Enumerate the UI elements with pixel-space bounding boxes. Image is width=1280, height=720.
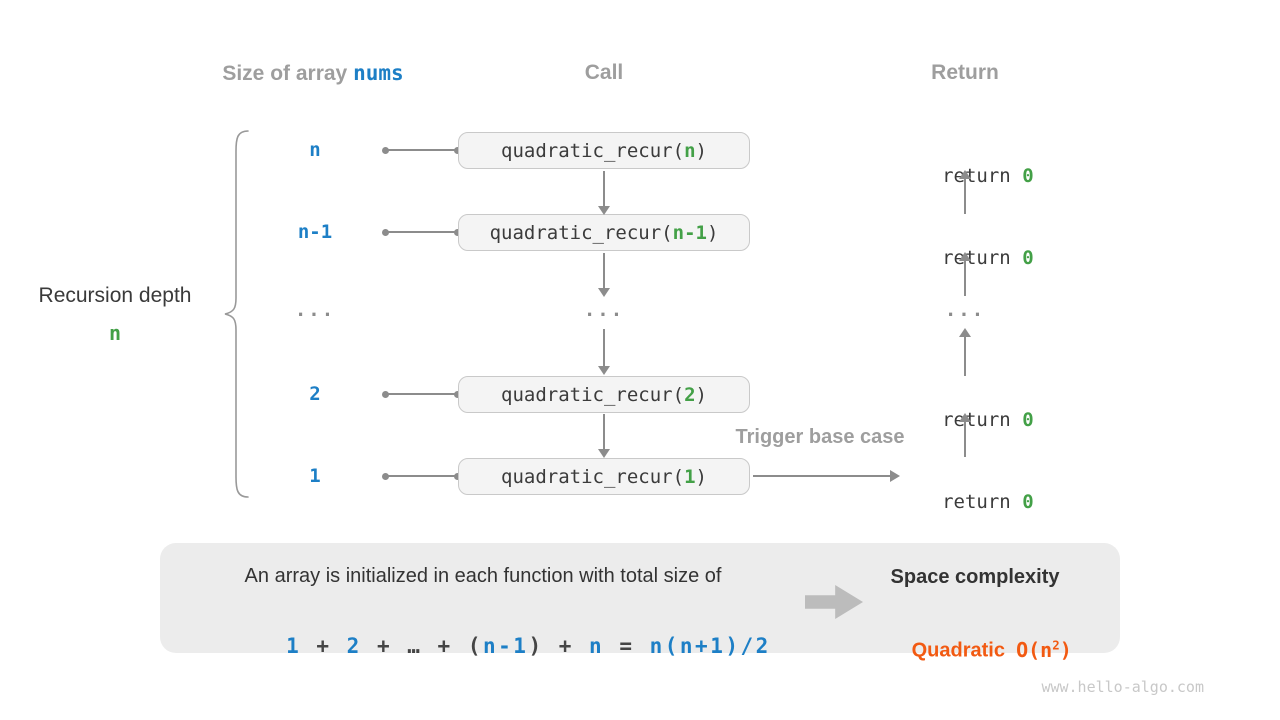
call-arrow-down-icon bbox=[598, 171, 610, 215]
return-value: 0 bbox=[1022, 409, 1034, 431]
return-keyword: return bbox=[942, 491, 1023, 513]
return-arrow-up-icon bbox=[959, 170, 971, 214]
formula-term: n-1 bbox=[483, 634, 529, 658]
column-header-return: Return bbox=[931, 61, 999, 84]
formula-operator: + bbox=[422, 634, 468, 658]
return-keyword: return bbox=[942, 409, 1023, 431]
call-box: quadratic_recur(2) bbox=[458, 376, 750, 413]
watermark: www.hello-algo.com bbox=[1041, 678, 1204, 696]
call-arrow-down-icon bbox=[598, 414, 610, 458]
call-arg: 2 bbox=[684, 383, 696, 406]
size-label: n bbox=[309, 139, 321, 161]
summary-text: An array is initialized in each function… bbox=[244, 565, 722, 587]
formula-result: n(n+1)/2 bbox=[649, 634, 771, 658]
call-fn: quadratic_recur( bbox=[489, 221, 673, 244]
curly-brace bbox=[224, 130, 249, 498]
return-value: 0 bbox=[1022, 247, 1034, 269]
base-case-return-arrow-icon bbox=[753, 470, 900, 482]
recursion-depth-value: n bbox=[108, 321, 122, 345]
ellipsis-call: ... bbox=[583, 299, 625, 321]
summary-formula: 1 + 2 + … + (n-1) + n = n(n+1)/2 bbox=[173, 601, 793, 691]
call-close: ) bbox=[706, 221, 719, 244]
formula-operator: + bbox=[361, 634, 408, 658]
big-o-notation: O(n2) bbox=[1016, 637, 1072, 662]
call-arg: n-1 bbox=[672, 221, 707, 244]
return-statement: return 0 bbox=[865, 463, 1065, 541]
connector-line bbox=[382, 390, 461, 398]
ellipsis-return: ... bbox=[944, 299, 986, 321]
ellipsis-size: ... bbox=[294, 299, 336, 321]
formula-term: 1 bbox=[286, 634, 302, 658]
connector-line bbox=[382, 472, 461, 480]
return-keyword: return bbox=[942, 165, 1023, 187]
size-label: n-1 bbox=[297, 221, 333, 243]
call-box: quadratic_recur(n) bbox=[458, 132, 750, 169]
return-value: 0 bbox=[1022, 491, 1034, 513]
complexity-name: Quadratic bbox=[911, 639, 1017, 662]
size-header-code: nums bbox=[353, 61, 404, 85]
return-value: 0 bbox=[1022, 165, 1034, 187]
size-header-text: Size of array bbox=[222, 62, 354, 85]
summary-panel: An array is initialized in each function… bbox=[160, 543, 1120, 662]
return-arrow-up-icon bbox=[959, 252, 971, 296]
formula-paren: ) bbox=[528, 634, 544, 658]
call-arrow-down-icon bbox=[598, 253, 610, 297]
call-fn: quadratic_recur( bbox=[501, 465, 685, 488]
space-complexity-value: Quadratic O(n2) bbox=[875, 603, 1075, 693]
call-box: quadratic_recur(1) bbox=[458, 458, 750, 495]
formula-operator: + bbox=[543, 634, 590, 658]
connector-line bbox=[382, 228, 461, 236]
connector-line bbox=[382, 146, 461, 154]
return-arrow-up-icon bbox=[959, 328, 971, 376]
size-label: 1 bbox=[309, 465, 321, 487]
call-arg: 1 bbox=[684, 465, 696, 488]
exponent: 2 bbox=[1052, 637, 1060, 652]
call-arrow-down-icon bbox=[598, 329, 610, 375]
call-close: ) bbox=[695, 139, 707, 162]
trigger-base-case-label: Trigger base case bbox=[735, 426, 905, 448]
column-header-size: Size of array nums bbox=[133, 60, 493, 87]
space-complexity-title: Space complexity bbox=[890, 566, 1060, 588]
formula-term: 2 bbox=[346, 634, 362, 658]
return-keyword: return bbox=[942, 247, 1023, 269]
formula-operator: = bbox=[604, 634, 650, 658]
call-fn: quadratic_recur( bbox=[501, 383, 685, 406]
formula-paren: ( bbox=[467, 634, 483, 658]
column-header-call: Call bbox=[584, 61, 624, 84]
size-label: 2 bbox=[309, 383, 321, 405]
call-fn: quadratic_recur( bbox=[501, 139, 685, 162]
implies-arrow-icon bbox=[805, 585, 863, 619]
formula-ellipsis: … bbox=[407, 634, 423, 658]
call-close: ) bbox=[695, 465, 707, 488]
call-close: ) bbox=[695, 383, 707, 406]
return-arrow-up-icon bbox=[959, 413, 971, 457]
call-box: quadratic_recur(n-1) bbox=[458, 214, 750, 251]
formula-operator: + bbox=[301, 634, 347, 658]
formula-term: n bbox=[589, 634, 605, 658]
recursion-depth-label: Recursion depth bbox=[38, 284, 192, 307]
call-arg: n bbox=[684, 139, 696, 162]
